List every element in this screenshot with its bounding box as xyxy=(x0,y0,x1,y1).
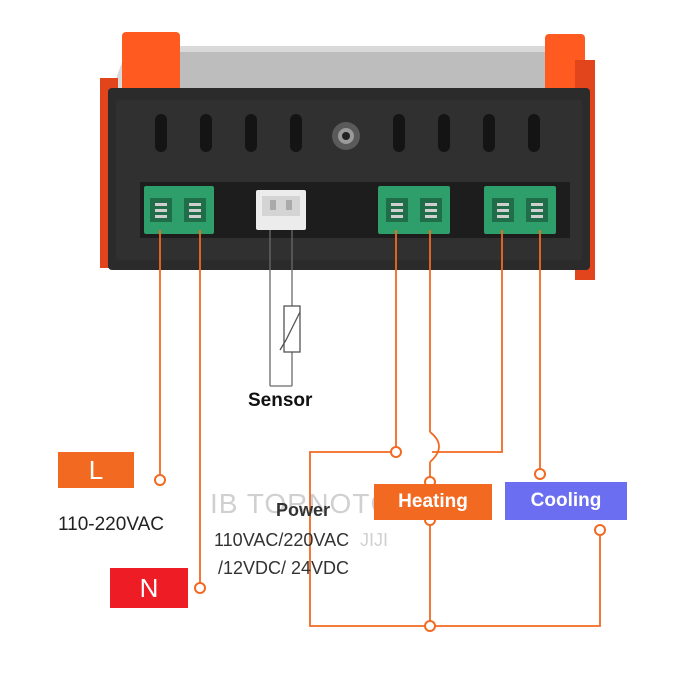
live-label: L xyxy=(88,454,104,485)
cooling-label: Cooling xyxy=(530,490,602,511)
ntc-thermistor-symbol xyxy=(279,305,301,353)
live-tag: L xyxy=(58,452,134,488)
neutral-label: N xyxy=(139,572,159,603)
watermark-subtext: JIJI xyxy=(360,530,389,550)
mains-voltage-label: 110-220VAC xyxy=(58,514,164,535)
neutral-tag: N xyxy=(110,568,188,608)
sensor-label: Sensor xyxy=(248,390,313,411)
power-voltages-line1: 110VAC/220VAC xyxy=(214,530,350,550)
cooling-tag: Cooling xyxy=(505,482,627,520)
power-title: Power xyxy=(276,500,331,520)
power-voltages-line2: /12VDC/ 24VDC xyxy=(218,558,350,578)
heating-label: Heating xyxy=(398,491,468,512)
heating-tag: Heating xyxy=(374,484,492,520)
thermostat-controller-image xyxy=(100,32,595,280)
sensor-wires xyxy=(269,230,293,387)
